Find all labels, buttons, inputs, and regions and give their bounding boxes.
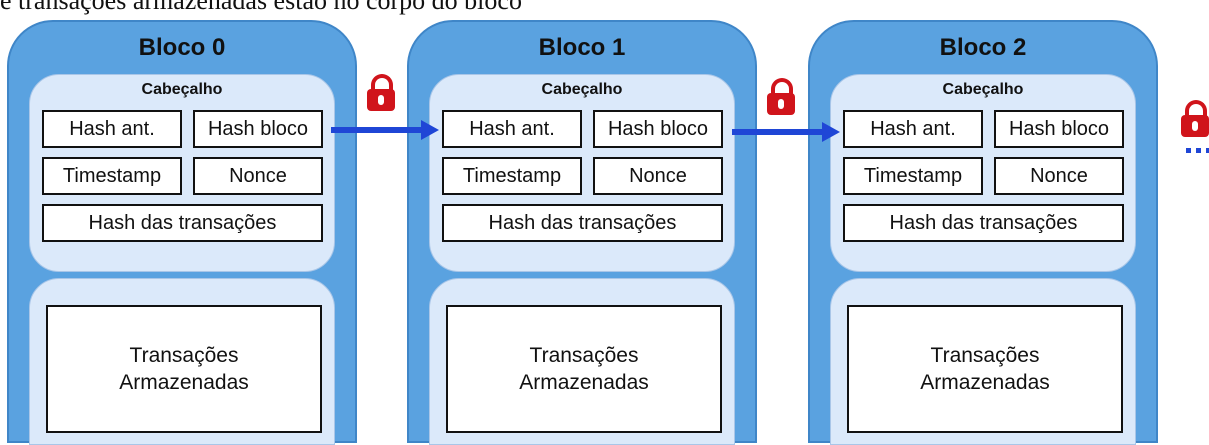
header-title: Cabeçalho [942, 81, 1024, 98]
tx-hash-field: Hash das transações [442, 204, 723, 242]
block-header-panel: Cabeçalho Hash ant. Hash bloco Timestamp… [429, 74, 735, 272]
nonce-field: Nonce [593, 157, 723, 195]
ellipsis-icon [1186, 148, 1209, 154]
stored-label: Armazenadas [119, 371, 249, 394]
block-title: Bloco 1 [538, 34, 626, 61]
block-1: Bloco 1 Cabeçalho Hash ant. Hash bloco T… [407, 20, 757, 445]
block-hash-field: Hash bloco [994, 110, 1124, 148]
nonce-field: Nonce [994, 157, 1124, 195]
lock-icon [766, 78, 796, 116]
tx-hash-field: Hash das transações [42, 204, 323, 242]
block-body-panel: Transações Armazenadas [29, 278, 335, 445]
block-2: Bloco 2 Cabeçalho Hash ant. Hash bloco T… [808, 20, 1158, 445]
tx-hash-field: Hash das transações [843, 204, 1124, 242]
prev-hash-field: Hash ant. [42, 110, 182, 148]
transactions-box: Transações Armazenadas [46, 305, 322, 433]
block-title: Bloco 2 [939, 34, 1027, 61]
prev-hash-field: Hash ant. [442, 110, 582, 148]
block-body-panel: Transações Armazenadas [429, 278, 735, 445]
lock-icon [1180, 100, 1209, 138]
link-arrow-1-2 [732, 122, 840, 142]
block-body-panel: Transações Armazenadas [830, 278, 1136, 445]
transactions-box: Transações Armazenadas [847, 305, 1123, 433]
prev-hash-field: Hash ant. [843, 110, 983, 148]
block-header-panel: Cabeçalho Hash ant. Hash bloco Timestamp… [29, 74, 335, 272]
lock-icon [366, 74, 396, 112]
header-title: Cabeçalho [541, 81, 623, 98]
timestamp-field: Timestamp [442, 157, 582, 195]
timestamp-field: Timestamp [843, 157, 983, 195]
block-hash-field: Hash bloco [593, 110, 723, 148]
top-caption: e transações armazenadas estão no corpo … [0, 0, 522, 15]
transactions-label: Transações [129, 344, 239, 367]
timestamp-field: Timestamp [42, 157, 182, 195]
transactions-label: Transações [529, 344, 639, 367]
header-title: Cabeçalho [141, 81, 223, 98]
stored-label: Armazenadas [920, 371, 1050, 394]
stored-label: Armazenadas [519, 371, 649, 394]
transactions-box: Transações Armazenadas [446, 305, 722, 433]
transactions-label: Transações [930, 344, 1040, 367]
link-arrow-0-1 [331, 120, 439, 140]
block-header-panel: Cabeçalho Hash ant. Hash bloco Timestamp… [830, 74, 1136, 272]
block-0: Bloco 0 Cabeçalho Hash ant. Hash bloco T… [7, 20, 357, 445]
nonce-field: Nonce [193, 157, 323, 195]
block-hash-field: Hash bloco [193, 110, 323, 148]
block-title: Bloco 0 [138, 34, 226, 61]
